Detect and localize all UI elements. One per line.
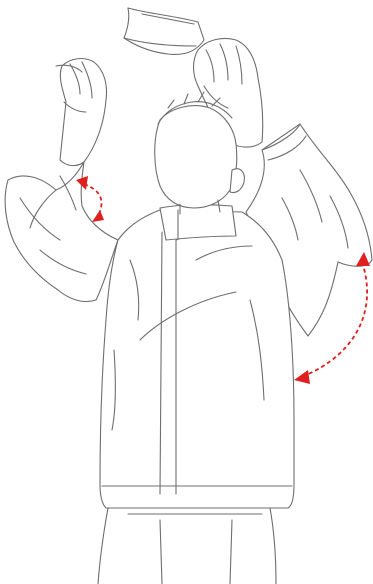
left-hand [56, 59, 107, 166]
jacket-body [100, 210, 294, 508]
collar [160, 205, 236, 240]
trousers [98, 508, 276, 584]
hat [124, 8, 204, 54]
left-sleeve [5, 162, 118, 302]
